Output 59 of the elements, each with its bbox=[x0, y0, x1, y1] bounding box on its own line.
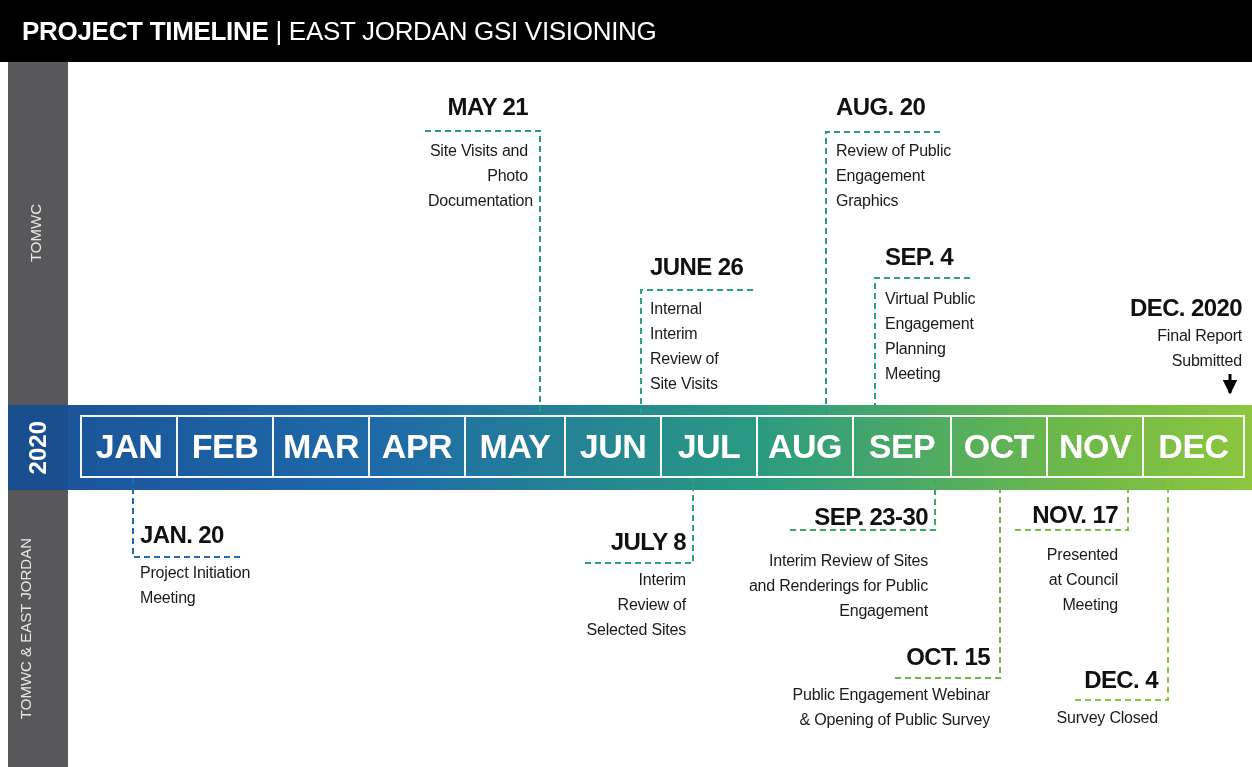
event-description: Review of Public Engagement Graphics bbox=[836, 141, 953, 211]
title: PROJECT TIMELINE | EAST JORDAN GSI VISIONING bbox=[22, 15, 657, 47]
event-date: JAN. 20 bbox=[140, 520, 224, 550]
leader-line bbox=[584, 477, 694, 564]
event-date: JULY 8 bbox=[610, 527, 686, 557]
month-cell bbox=[370, 415, 466, 478]
month-cell bbox=[178, 415, 274, 478]
leader-line bbox=[1074, 477, 1169, 701]
event-description: Public Engagement Webinar & Opening of Public Survey bbox=[791, 685, 990, 730]
month-cell bbox=[566, 415, 662, 478]
month-cell bbox=[1048, 415, 1144, 478]
month-label: AUG bbox=[767, 427, 843, 466]
month-label: JAN bbox=[95, 427, 163, 466]
leader-line bbox=[640, 289, 754, 416]
event-description: Survey Closed bbox=[1055, 708, 1158, 728]
month-label: MAR bbox=[283, 427, 359, 466]
month-cell bbox=[952, 415, 1048, 478]
month-cell bbox=[662, 415, 758, 478]
event-date: DEC. 2020 bbox=[1130, 293, 1242, 323]
event-description: Final Report Submitted bbox=[1156, 326, 1242, 371]
month-cell bbox=[274, 415, 370, 478]
event-date: JUNE 26 bbox=[650, 252, 744, 282]
month-cell bbox=[1144, 415, 1245, 478]
month-cell bbox=[854, 415, 952, 478]
event-description: Presented at Council Meeting bbox=[1045, 545, 1118, 615]
event-date: OCT. 15 bbox=[906, 642, 990, 672]
month-label: NOV bbox=[1058, 427, 1132, 466]
timeline-bar bbox=[8, 405, 1252, 490]
event-date: NOV. 17 bbox=[1032, 500, 1118, 530]
event-date: SEP. 4 bbox=[885, 242, 953, 272]
event-description: Interim Review of Sites and Renderings for Public Engagement bbox=[748, 551, 928, 621]
year-label: 2020 bbox=[24, 420, 52, 475]
event-date: DEC. 4 bbox=[1084, 665, 1158, 695]
leader-line bbox=[825, 131, 941, 416]
month-cell bbox=[80, 415, 178, 478]
leader-line bbox=[132, 477, 241, 558]
month-cell bbox=[466, 415, 566, 478]
event-date: AUG. 20 bbox=[836, 92, 926, 122]
event-date: SEP. 23-30 bbox=[814, 502, 928, 532]
event-date: MAY 21 bbox=[447, 92, 528, 122]
month-label: JUL bbox=[677, 427, 741, 466]
month-label: MAY bbox=[479, 427, 551, 466]
arrow bbox=[1222, 374, 1238, 395]
month-label: APR bbox=[381, 427, 453, 466]
month-label: JUN bbox=[579, 427, 647, 466]
event-description: Interim Review of Selected Sites bbox=[586, 570, 686, 640]
event-description: Internal Interim Review of Site Visits bbox=[650, 299, 720, 394]
event-description: Virtual Public Engagement Planning Meeting bbox=[885, 289, 977, 384]
leader-line bbox=[894, 477, 1001, 679]
month-label: FEB bbox=[191, 427, 259, 466]
side-label: TOMWC & EAST JORDAN bbox=[18, 537, 35, 720]
month-label: DEC bbox=[1158, 427, 1229, 466]
leader-line bbox=[874, 277, 971, 416]
month-label: SEP bbox=[868, 427, 936, 466]
leader-line bbox=[789, 477, 936, 531]
month-cell bbox=[758, 415, 854, 478]
event-description: Project Initiation Meeting bbox=[140, 563, 252, 608]
month-label: OCT bbox=[963, 427, 1035, 466]
side-label: TOMWC bbox=[28, 204, 45, 263]
